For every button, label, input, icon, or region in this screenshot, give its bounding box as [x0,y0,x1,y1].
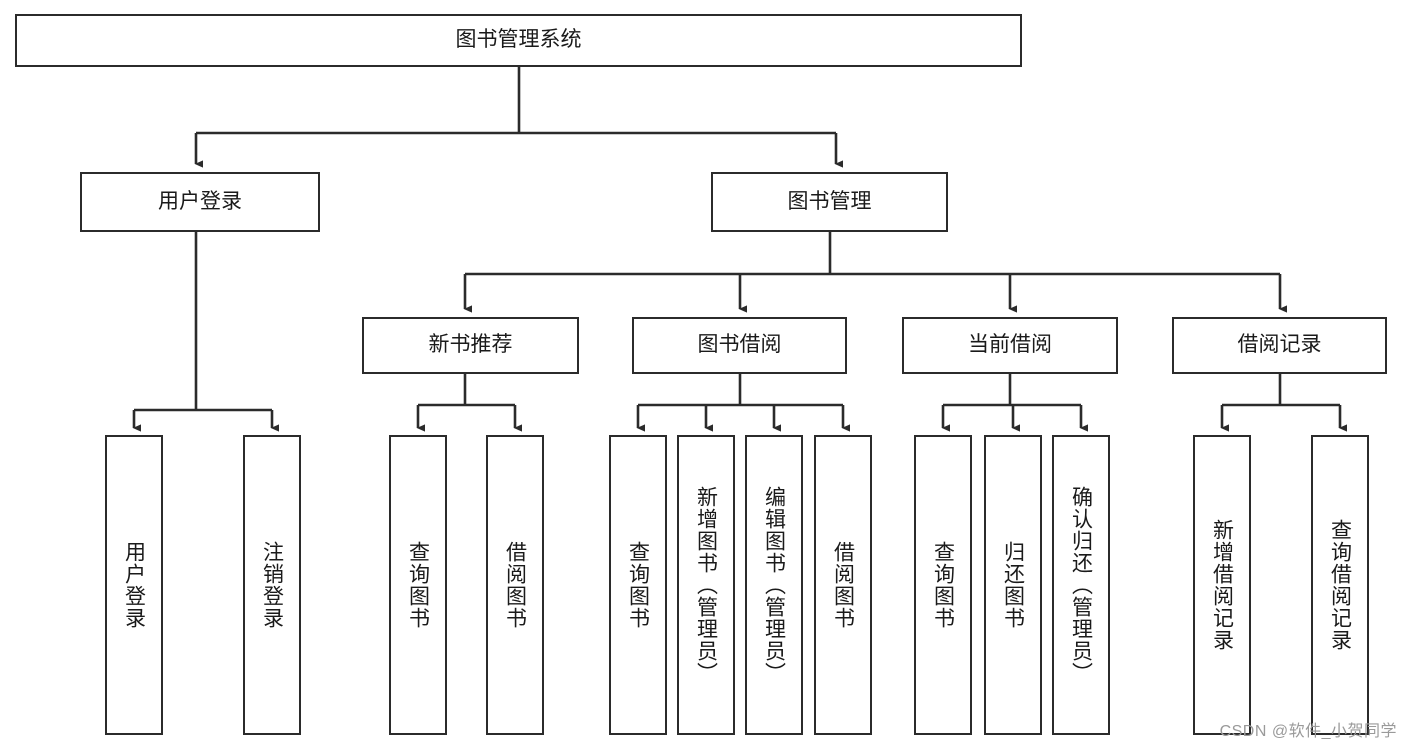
leaf-query-book-current[interactable]: 查询图书 [914,435,972,735]
leaf-logout[interactable]: 注销登录 [243,435,301,735]
leaf-borrow-book-recommend[interactable]: 借阅图书 [486,435,544,735]
leaf-confirm-return-admin[interactable]: 确认归还（管理员） [1052,435,1110,735]
node-label: 用户登录 [122,541,146,629]
node-label: 当前借阅 [968,333,1052,357]
node-label: 借阅图书 [831,541,855,629]
node-label: 查询借阅记录 [1328,519,1352,651]
node-label: 新增借阅记录 [1210,519,1234,651]
leaf-return-book[interactable]: 归还图书 [984,435,1042,735]
leaf-query-book-recommend[interactable]: 查询图书 [389,435,447,735]
leaf-edit-book-admin[interactable]: 编辑图书（管理员） [745,435,803,735]
node-label: 归还图书 [1001,541,1025,629]
node-label: 查询图书 [626,541,650,629]
node-root-book-management-system[interactable]: 图书管理系统 [15,14,1022,67]
leaf-query-borrow-record[interactable]: 查询借阅记录 [1311,435,1369,735]
node-label: 图书借阅 [697,333,782,357]
node-label: 编辑图书（管理员） [762,486,786,684]
node-label: 图书管理系统 [455,28,582,52]
node-label: 查询图书 [406,541,430,629]
leaf-add-book-admin[interactable]: 新增图书（管理员） [677,435,735,735]
node-user-login[interactable]: 用户登录 [80,172,320,232]
leaf-add-borrow-record[interactable]: 新增借阅记录 [1193,435,1251,735]
node-new-book-recommend[interactable]: 新书推荐 [362,317,579,374]
node-label: 图书管理 [787,189,872,213]
node-label: 新书推荐 [428,333,513,357]
node-book-borrow[interactable]: 图书借阅 [632,317,847,374]
leaf-borrow-book[interactable]: 借阅图书 [814,435,872,735]
node-label: 借阅图书 [503,541,527,629]
node-borrow-record[interactable]: 借阅记录 [1172,317,1387,374]
node-label: 查询图书 [931,541,955,629]
node-book-management[interactable]: 图书管理 [711,172,948,232]
node-label: 新增图书（管理员） [694,486,718,684]
node-label: 注销登录 [260,541,284,629]
leaf-user-login[interactable]: 用户登录 [105,435,163,735]
node-label: 用户登录 [158,189,242,213]
node-label: 借阅记录 [1237,333,1322,357]
node-label: 确认归还（管理员） [1069,486,1093,684]
node-current-borrow[interactable]: 当前借阅 [902,317,1118,374]
leaf-query-book-borrow[interactable]: 查询图书 [609,435,667,735]
